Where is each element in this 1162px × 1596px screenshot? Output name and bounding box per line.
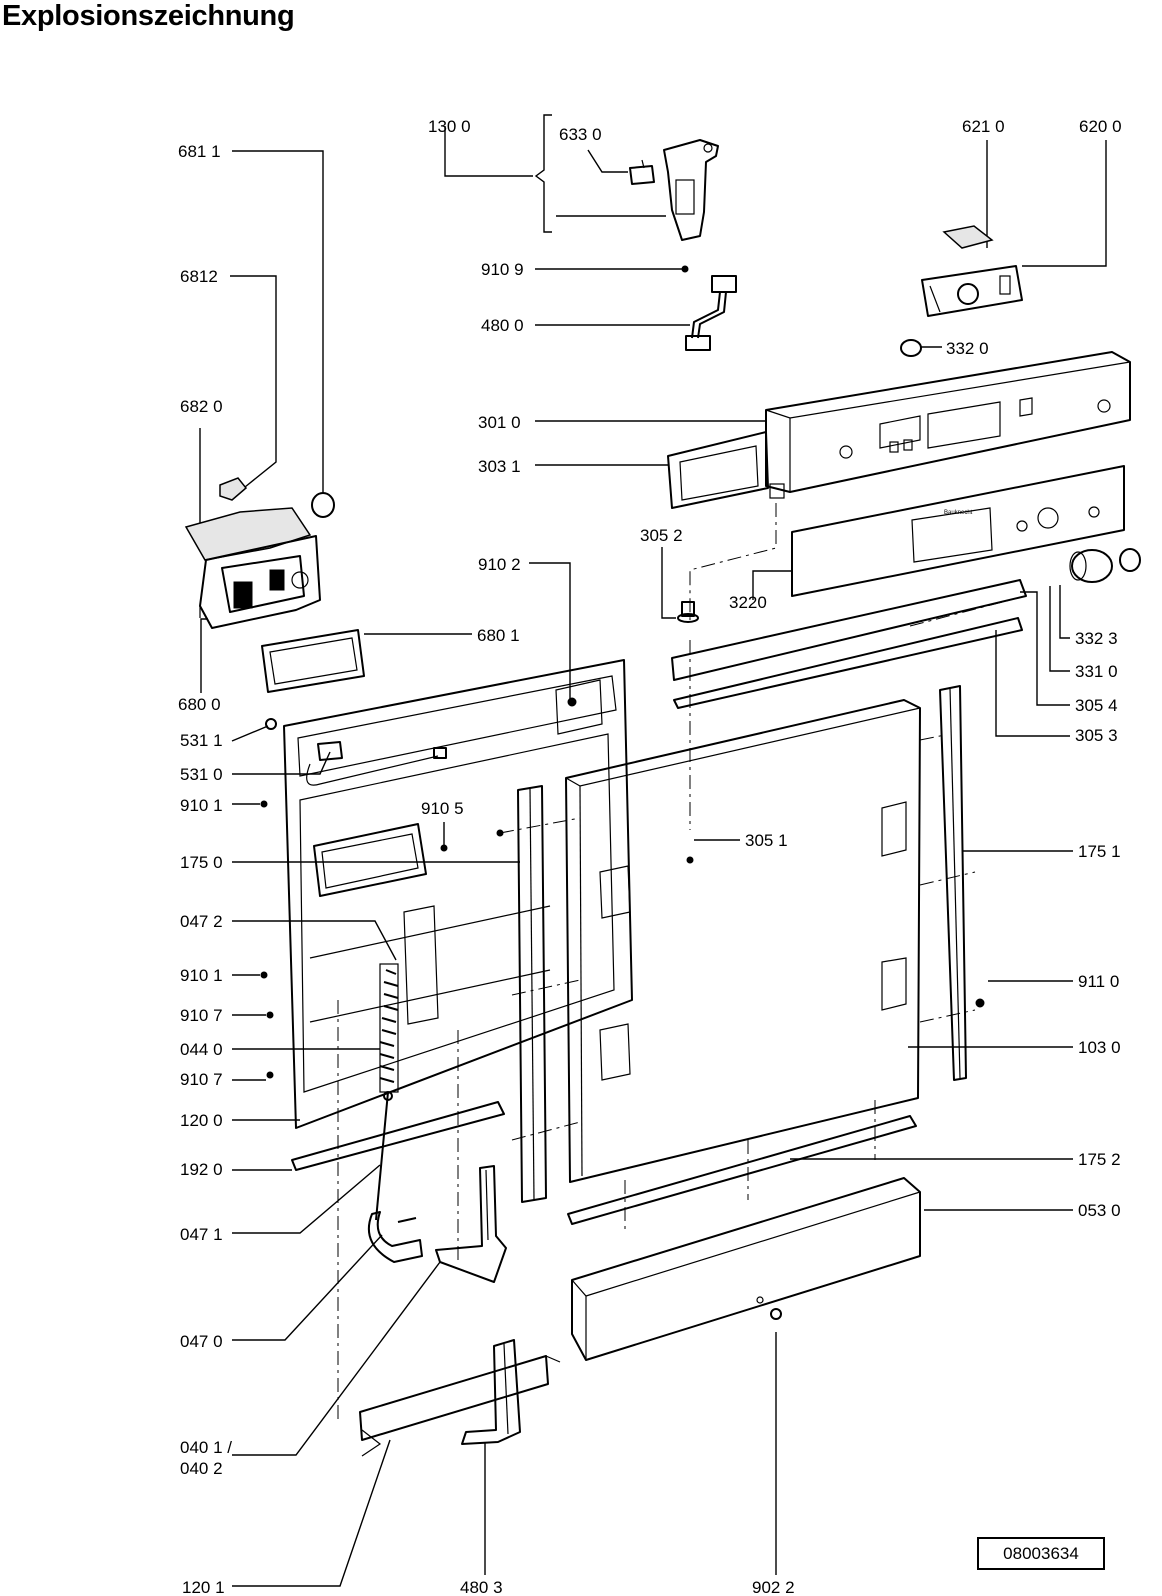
part-531-0-wiring xyxy=(306,741,447,786)
part-103-0-outer-door xyxy=(565,699,921,1183)
label-682-0: 682 0 xyxy=(180,397,223,416)
leader-lines xyxy=(199,114,1107,1587)
part-680-1-gasket xyxy=(261,629,365,693)
part-331-0-knob xyxy=(1069,549,1113,583)
part-910-9-screw xyxy=(681,265,689,273)
label-6812: 6812 xyxy=(180,267,218,286)
part-332-3-knob xyxy=(1119,548,1141,572)
label-681-1: 681 1 xyxy=(178,142,221,161)
label-120-0: 120 0 xyxy=(180,1111,223,1130)
label-047-1: 047 1 xyxy=(180,1225,223,1244)
panel-brand-text: Bauknecht xyxy=(944,510,973,516)
label-910-2: 910 2 xyxy=(478,555,521,574)
label-305-2: 305 2 xyxy=(640,526,683,545)
part-322-0-front-strip: Bauknecht xyxy=(791,465,1125,597)
part-910-1-screw-bottom xyxy=(260,971,268,979)
part-175-0-side-strip xyxy=(517,785,547,1203)
part-911-0-screw xyxy=(975,998,985,1008)
label-305-1: 305 1 xyxy=(745,831,788,850)
label-301-0: 301 0 xyxy=(478,413,521,432)
label-3220: 3220 xyxy=(729,593,767,612)
part-480-0-harness xyxy=(685,275,737,351)
label-910-1-bottom: 910 1 xyxy=(180,966,223,985)
part-044-0-spring xyxy=(375,963,399,1221)
part-681-1-cap xyxy=(311,492,335,518)
part-130-0-door-lock xyxy=(629,139,719,241)
label-910-7-bottom: 910 7 xyxy=(180,1070,223,1089)
label-680-1: 680 1 xyxy=(477,626,520,645)
label-531-0: 531 0 xyxy=(180,765,223,784)
part-680-0-dispenser xyxy=(184,507,321,629)
alignment-lines xyxy=(337,503,1011,1420)
part-620-0-electronic-module xyxy=(921,265,1023,317)
part-305-2-pin xyxy=(677,601,699,623)
label-305-4: 305 4 xyxy=(1075,696,1118,715)
part-305-3-rail xyxy=(673,617,1023,709)
part-305-1-pin xyxy=(686,856,694,864)
label-053-0: 053 0 xyxy=(1078,1201,1121,1220)
label-620-0: 620 0 xyxy=(1079,117,1122,136)
label-040-2: 040 2 xyxy=(180,1459,223,1478)
page-title: Explosionszeichnung xyxy=(2,0,295,32)
part-120-1-lower-bracket xyxy=(359,1355,561,1457)
part-053-0-lower-panel xyxy=(571,1177,921,1361)
part-175-1-side-strip xyxy=(939,685,967,1081)
part-040-1-hinge-bracket xyxy=(435,1165,507,1283)
part-047-1-clamp xyxy=(367,1211,423,1263)
label-047-0: 047 0 xyxy=(180,1332,223,1351)
label-044-0: 044 0 xyxy=(180,1040,223,1059)
part-531-1-nut xyxy=(265,718,277,730)
part-621-0-board xyxy=(942,225,994,249)
part-175-2-bar xyxy=(567,1115,917,1225)
part-910-7-screw-top xyxy=(266,1011,274,1019)
label-621-0: 621 0 xyxy=(962,117,1005,136)
label-192-0: 192 0 xyxy=(180,1160,223,1179)
label-480-3: 480 3 xyxy=(460,1578,503,1596)
label-175-0: 175 0 xyxy=(180,853,223,872)
part-910-7-screw-bottom xyxy=(266,1071,274,1079)
label-120-1: 120 1 xyxy=(182,1578,225,1596)
label-331-0: 331 0 xyxy=(1075,662,1118,681)
part-301-0-control-panel xyxy=(765,351,1131,499)
label-040-1: 040 1 / xyxy=(180,1438,232,1457)
label-910-5: 910 5 xyxy=(421,799,464,818)
part-480-3-bracket xyxy=(461,1339,521,1445)
part-910-5-screw xyxy=(440,844,448,852)
part-120-0-inner-frame xyxy=(283,659,633,1129)
label-175-2: 175 2 xyxy=(1078,1150,1121,1169)
part-screw-mid xyxy=(496,829,504,837)
label-910-1-top: 910 1 xyxy=(180,796,223,815)
label-902-2: 902 2 xyxy=(752,1578,795,1596)
label-047-2: 047 2 xyxy=(180,912,223,931)
part-305-4-rail xyxy=(671,579,1027,681)
label-305-3: 305 3 xyxy=(1075,726,1118,745)
screws xyxy=(260,800,985,1079)
label-910-9: 910 9 xyxy=(481,260,524,279)
part-332-0-knob xyxy=(900,339,922,357)
part-910-1-screw-top xyxy=(260,800,268,808)
label-130-0: 130 0 xyxy=(428,117,471,136)
part-labels: 681 1 6812 682 0 680 0 680 1 531 1 531 0… xyxy=(178,117,1122,1596)
label-680-0: 680 0 xyxy=(178,695,221,714)
label-911-0: 911 0 xyxy=(1078,972,1119,991)
label-910-7-top: 910 7 xyxy=(180,1006,223,1025)
label-332-0: 332 0 xyxy=(946,339,989,358)
label-103-0: 103 0 xyxy=(1078,1038,1121,1057)
label-332-3: 332 3 xyxy=(1075,629,1118,648)
part-303-1-handle xyxy=(667,431,769,509)
label-303-1: 303 1 xyxy=(478,457,521,476)
label-175-1: 175 1 xyxy=(1078,842,1121,861)
label-531-1: 531 1 xyxy=(180,731,223,750)
part-192-0-bar xyxy=(291,1101,505,1171)
label-480-0: 480 0 xyxy=(481,316,524,335)
document-number: 08003634 xyxy=(977,1537,1105,1570)
label-633-0: 633 0 xyxy=(559,125,602,144)
part-6812-lever xyxy=(219,477,248,501)
